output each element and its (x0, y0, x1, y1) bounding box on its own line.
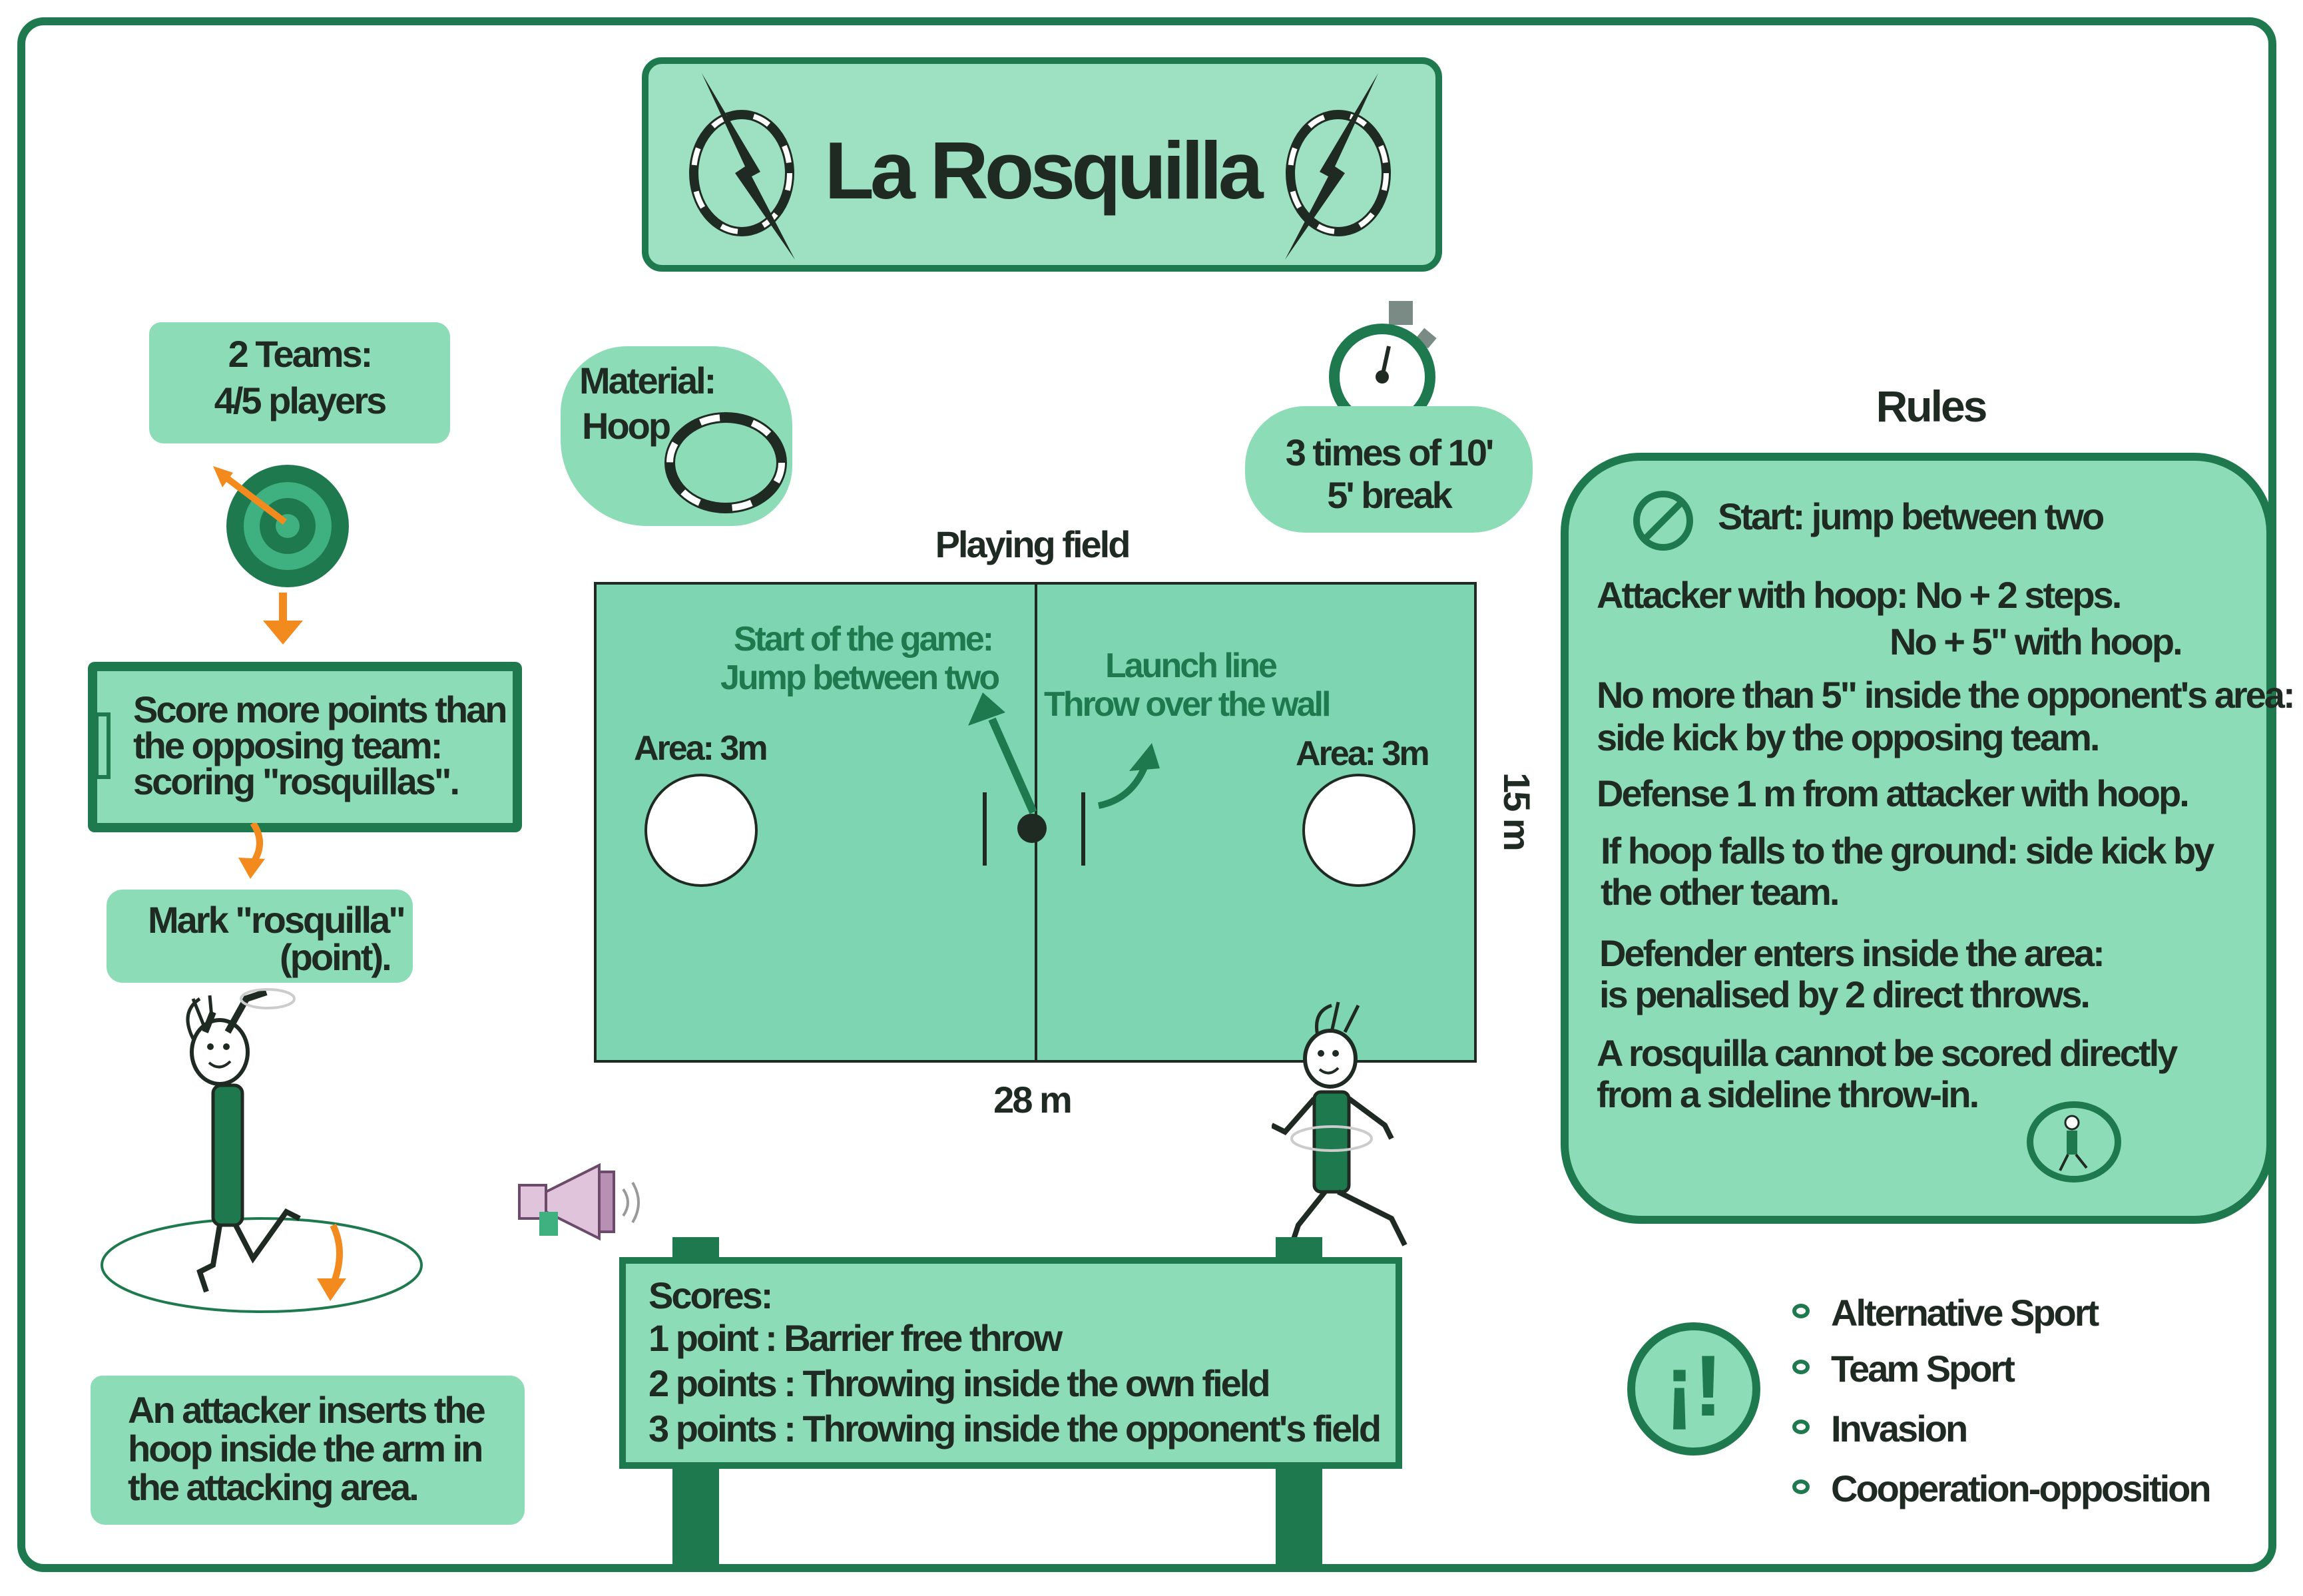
material-line2: Hoop (582, 405, 671, 447)
jumping-player-figure (101, 988, 423, 1313)
rules-item-6-line1: A rosquilla cannot be scored directly (1597, 1032, 2178, 1074)
classification-bullet-2 (1792, 1360, 1810, 1374)
attacker-note-line3: the attacking area. (128, 1466, 419, 1508)
classification-item-4: Cooperation-opposition (1831, 1467, 2212, 1509)
field-launch-line1: Launch line (1105, 647, 1278, 685)
classification-bullet-1 (1792, 1304, 1810, 1318)
field-start-line2: Jump between two (720, 659, 1000, 697)
teams-line2: 4/5 players (214, 380, 387, 421)
mark-line1: Mark "rosquilla" (148, 899, 406, 941)
launch-line-right (1081, 792, 1085, 866)
rules-item-4-line1: If hoop falls to the ground: side kick b… (1601, 830, 2214, 872)
mark-sign (107, 890, 413, 983)
launch-arrow-icon (1097, 743, 1160, 809)
rules-heading: Rules (1876, 382, 1988, 431)
field-area-left-label: Area: 3m (634, 729, 768, 768)
field-launch-line2: Throw over the wall (1044, 685, 1331, 724)
field-area-right-label: Area: 3m (1296, 734, 1430, 773)
page-title: La Rosquilla (824, 125, 1263, 216)
rules-item-5-line2: is penalised by 2 direct throws. (1599, 973, 2091, 1015)
scores-item-3: 3 points : Throwing inside the opponent'… (648, 1408, 1382, 1450)
rules-item-1-line1: Attacker with hoop: No + 2 steps. (1597, 574, 2122, 616)
start-arrow-icon (968, 692, 1037, 814)
rules-box (1561, 453, 2274, 1224)
info-exclamation-glyph: ¡! (1664, 1337, 1723, 1434)
classification-item-2: Team Sport (1831, 1348, 2015, 1390)
objective-box (88, 662, 522, 832)
classification-item-3: Invasion (1831, 1408, 1968, 1450)
center-ball (1017, 814, 1047, 843)
forbidden-icon (1633, 491, 1693, 551)
rules-item-3-line1: Defense 1 m from attacker with hoop. (1597, 772, 2190, 814)
time-sign (1245, 406, 1533, 533)
scores-item-2: 2 points : Throwing inside the own field (648, 1362, 1271, 1404)
poster-frame (17, 17, 2276, 1572)
time-line2: 5' break (1327, 474, 1452, 516)
classification-bullet-3 (1792, 1420, 1810, 1434)
scores-post-left (672, 1465, 719, 1571)
rules-item-2-line1: No more than 5" inside the opponent's ar… (1597, 674, 2296, 716)
scores-post-right (1276, 1465, 1322, 1571)
scores-board (619, 1257, 1402, 1469)
hoop-icon (664, 412, 787, 513)
classification-bullet-4 (1792, 1479, 1810, 1494)
megaphone-icon (518, 1163, 640, 1241)
mark-line2: (point). (280, 936, 392, 978)
rules-item-1-line2: No + 5" with hoop. (1890, 621, 2183, 663)
attacker-note-line1: An attacker inserts the (128, 1389, 486, 1431)
field-title: Playing field (935, 523, 1131, 565)
field-height-label: 15 m (1496, 772, 1538, 850)
field-width-label: 28 m (993, 1079, 1073, 1121)
running-player-figure (1272, 1001, 1407, 1246)
time-line1: 3 times of 10' (1285, 431, 1495, 473)
objective-line2: the opposing team: (133, 724, 443, 766)
player-badge-icon (2027, 1101, 2121, 1183)
area-right-circle (1302, 774, 1415, 887)
objective-line3: scoring "rosquillas". (133, 760, 460, 802)
arrow-down-icon (263, 593, 303, 645)
area-left-circle (644, 774, 758, 887)
title-banner: La Rosquilla (642, 57, 1442, 272)
target-icon (213, 465, 349, 587)
scores-item-1: 1 point : Barrier free throw (648, 1317, 1063, 1359)
attacker-note-sign (91, 1376, 525, 1525)
classification-item-1: Alternative Sport (1831, 1292, 2099, 1334)
teams-line1: 2 Teams: (228, 333, 374, 375)
launch-line-left (983, 792, 987, 866)
attacker-note-line2: hoop inside the arm in (128, 1428, 483, 1469)
hoop-lightning-left-icon (689, 73, 795, 260)
rules-item-2-line2: side kick by the opposing team. (1597, 716, 2100, 758)
rules-start: Start: jump between two (1718, 495, 2105, 537)
teams-sign (149, 322, 450, 443)
rules-item-4-line2: the other team. (1601, 871, 1840, 913)
scores-heading: Scores: (648, 1274, 773, 1316)
field-start-line1: Start of the game: (734, 620, 994, 659)
rules-item-6-line2: from a sideline throw-in. (1597, 1073, 1979, 1115)
curved-arrow-icon (238, 823, 265, 879)
rules-item-5-line1: Defender enters inside the area: (1599, 932, 2105, 974)
objective-line1: Score more points than (133, 688, 507, 730)
hoop-lightning-right-icon (1285, 73, 1391, 260)
material-line1: Material: (579, 360, 716, 401)
